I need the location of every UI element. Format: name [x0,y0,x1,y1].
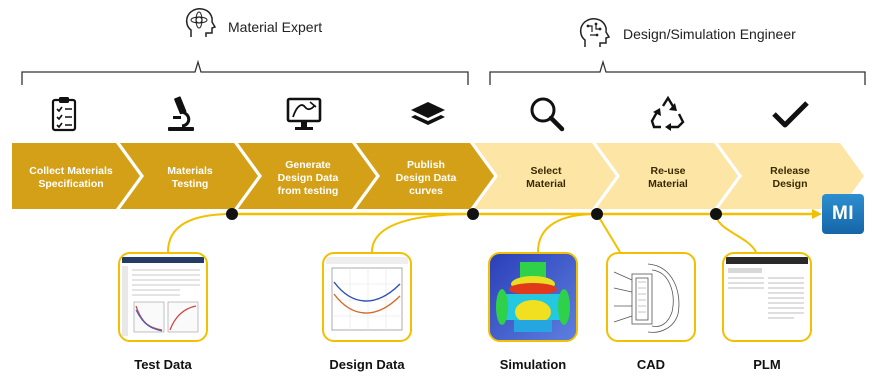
checkmark-icon [772,101,809,128]
layers-icon [411,102,445,125]
step-label-materials-testing: Materials Testing [167,165,213,190]
output-label-plm: PLM [753,357,781,372]
connector-curve-plm [715,213,757,253]
clipboard-checklist-icon [51,97,77,132]
chevron-4 [356,143,494,209]
connector-curve-test-data [167,213,233,253]
chevron-1 [12,143,140,209]
connector-dot-2 [467,208,479,220]
design-engineer-bracket [489,59,866,85]
magnifier-icon [530,97,565,132]
step-label-collect-specification: Collect Materials Specification [29,165,113,190]
design-engineer-label: Design/Simulation Engineer [623,26,796,42]
simulation-thumbnail [488,252,578,342]
connector-dot-1 [226,208,238,220]
connector-curve-cad [596,213,621,253]
design-data-thumbnail [322,252,412,342]
output-label-cad: CAD [636,357,666,372]
brain-head-icon [185,8,217,37]
plm-thumbnail [722,252,812,342]
connector-arrowhead [812,209,822,219]
chevron-3 [238,143,376,209]
test-data-thumbnail [118,252,208,342]
step-label-release-design: Release Design [770,165,810,190]
output-label-simulation: Simulation [499,357,567,372]
step-label-select-material: Select Material [526,165,566,190]
chevron-2 [120,143,258,209]
connector-curve-design-data [371,213,474,253]
connector-dot-3 [591,208,603,220]
output-label-test-data: Test Data [134,357,192,372]
output-label-design-data: Design Data [329,357,405,372]
connector-curve-simulation [537,213,598,253]
monitor-graph-icon [286,97,322,130]
material-expert-bracket [21,59,469,85]
connector-dot-4 [710,208,722,220]
material-expert-label: Material Expert [228,19,323,35]
cad-thumbnail [606,252,696,342]
step-label-generate-design-data: Generate Design Data from testing [277,158,339,197]
chevron-5 [474,143,616,209]
chevron-6 [596,143,738,209]
step-label-reuse-material: Re-use Material [648,165,688,190]
microscope-icon [168,96,194,131]
recycle-icon [650,95,685,131]
chevron-7 [718,143,864,209]
step-label-publish-design-data: Publish Design Data curves [395,158,457,197]
circuit-head-icon [579,18,611,47]
mi-logo: MI [822,194,864,234]
